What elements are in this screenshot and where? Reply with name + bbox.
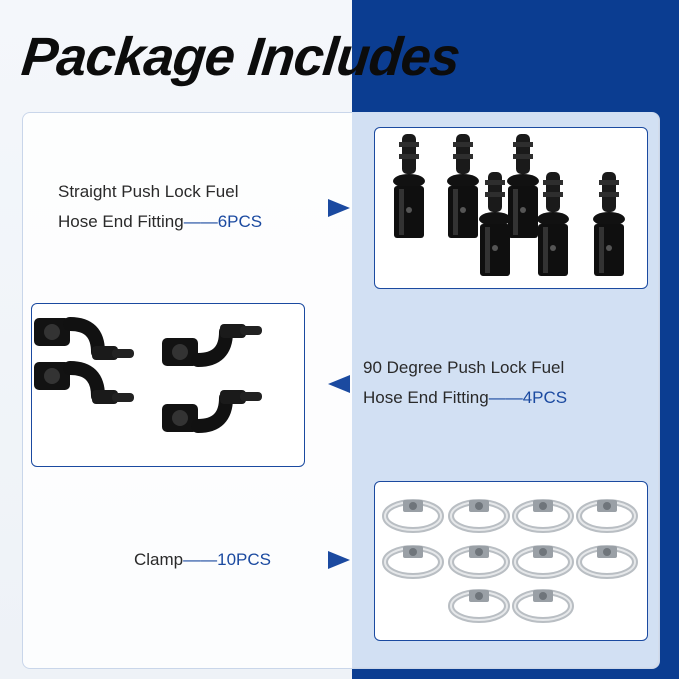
straight-fitting-line1: Straight Push Lock Fuel bbox=[58, 182, 239, 201]
clamps-photo bbox=[374, 481, 648, 641]
degree-90-fitting-line2: Hose End Fitting——4PCS bbox=[363, 388, 568, 407]
straight-fitting-label: Straight Push Lock Fuel Hose End Fitting… bbox=[58, 177, 262, 237]
page-title: Package Includes bbox=[18, 27, 463, 87]
degree-90-fitting-line1: 90 Degree Push Lock Fuel bbox=[363, 358, 565, 377]
degree-90-fittings-photo bbox=[31, 303, 305, 467]
straight-fitting-qty: 6PCS bbox=[217, 212, 263, 231]
arrow-right-icon bbox=[328, 551, 350, 569]
arrow-right-icon bbox=[328, 199, 350, 217]
straight-fittings-photo bbox=[374, 127, 648, 289]
arrow-left-icon bbox=[328, 375, 350, 393]
clamp-qty: 10PCS bbox=[217, 550, 271, 569]
degree-90-fitting-label: 90 Degree Push Lock Fuel Hose End Fittin… bbox=[363, 353, 567, 413]
degree-90-fitting-qty: 4PCS bbox=[522, 388, 568, 407]
clamp-label: Clamp——10PCS bbox=[134, 550, 271, 569]
straight-fitting-line2: Hose End Fitting——6PCS bbox=[58, 212, 263, 231]
